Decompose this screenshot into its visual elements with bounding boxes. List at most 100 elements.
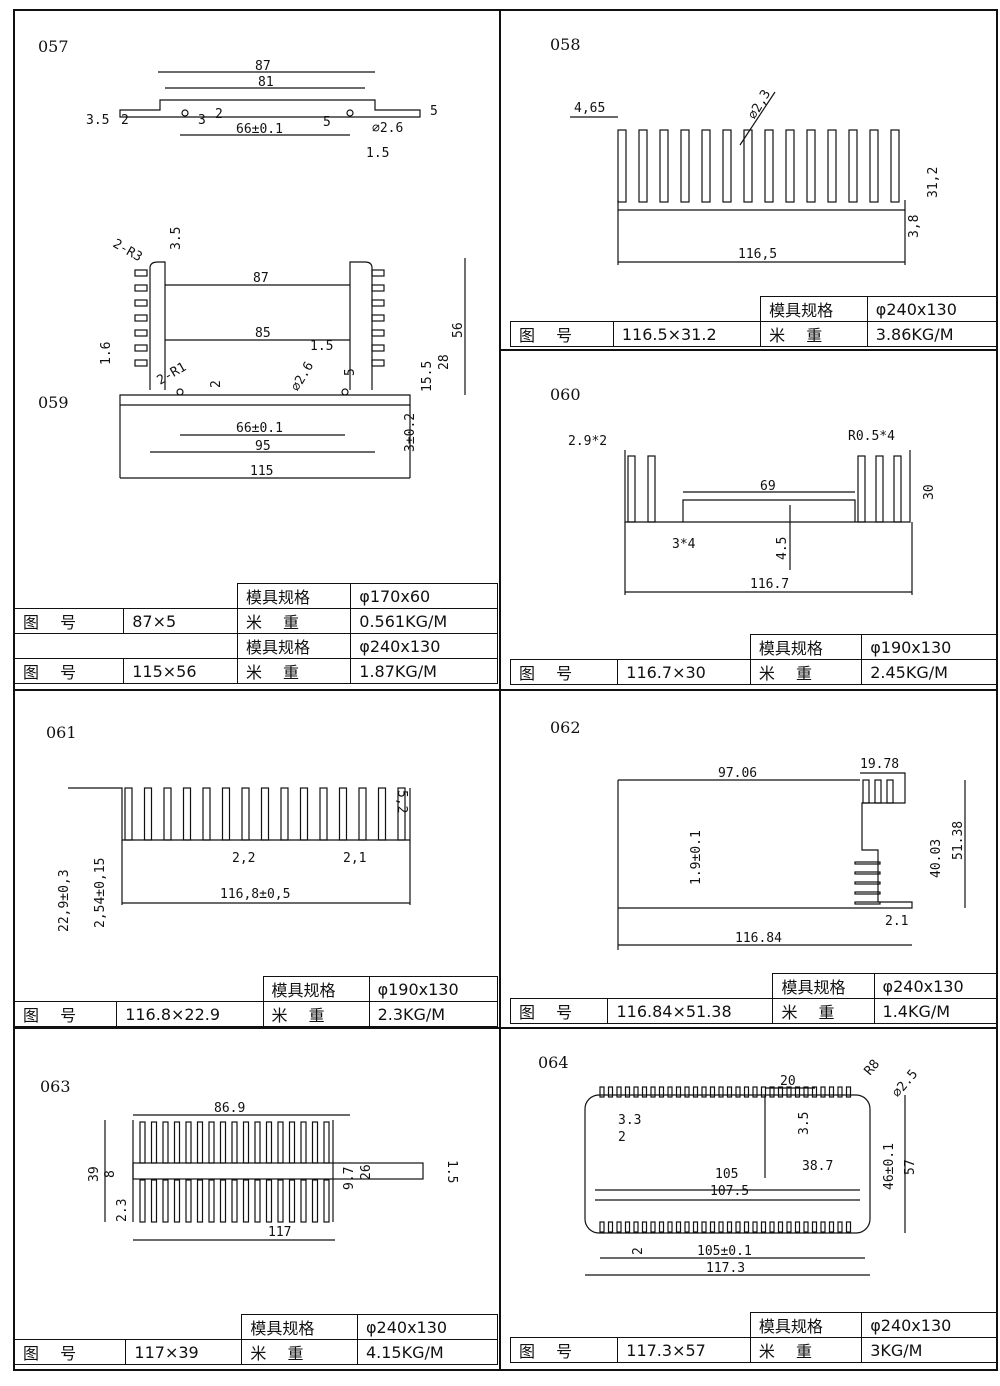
fin [254, 1179, 261, 1223]
dim-label: 38.7 [802, 1159, 833, 1174]
fin [701, 1086, 707, 1098]
dim-label: ⌀2,3 [745, 87, 774, 122]
fin [202, 787, 211, 841]
fin [675, 1221, 682, 1233]
fin [854, 881, 881, 885]
fin [124, 787, 133, 841]
mold-spec-label: 模具规格 [262, 976, 370, 1002]
weight-label: 米 重 [772, 998, 875, 1024]
fin [854, 861, 881, 865]
fin [134, 269, 148, 277]
dim-label: 3±0.2 [403, 413, 418, 452]
fin [196, 1121, 204, 1164]
dim-label: 66±0.1 [236, 421, 283, 436]
profile-code: 062 [550, 718, 581, 737]
fin [726, 1086, 733, 1098]
fin [886, 779, 894, 804]
fin [288, 1179, 296, 1223]
weight-value: 1.87KG/M [350, 658, 498, 684]
dim-label: 2-R3 [110, 236, 145, 265]
fin [173, 1121, 181, 1164]
dim-label: 116,5 [738, 247, 777, 262]
fin [150, 1121, 158, 1164]
fin [139, 1121, 146, 1164]
fin [265, 1179, 273, 1223]
fin [641, 1221, 648, 1233]
mold-spec-value: φ240x130 [356, 1314, 499, 1340]
fin [893, 455, 902, 523]
fin [633, 1086, 639, 1098]
fin [760, 1221, 767, 1233]
fin [599, 1086, 605, 1098]
fin [722, 129, 732, 203]
fin [692, 1221, 699, 1233]
fin [726, 1221, 733, 1233]
fin [786, 1086, 792, 1098]
fin [241, 787, 250, 841]
fin [752, 1086, 758, 1098]
drawing-no-label: 图 号 [13, 1339, 127, 1365]
fin [624, 1221, 631, 1233]
fin [300, 1179, 307, 1223]
mold-spec-label: 模具规格 [236, 633, 352, 659]
dim-label: ⌀2.6 [372, 121, 403, 136]
fin [371, 314, 385, 322]
dim-label: 4,65 [574, 101, 605, 116]
fin [185, 1179, 192, 1223]
dim-label: 9.7 [342, 1167, 357, 1190]
dim-label: 1.5 [366, 146, 389, 161]
dim-label: 3.5 [169, 227, 184, 250]
fin [658, 1221, 665, 1233]
fin [684, 1086, 690, 1098]
mold-spec-value: φ190x130 [368, 976, 499, 1002]
fin [299, 787, 309, 841]
fin [854, 871, 881, 875]
weight-value: 2.3KG/M [368, 1001, 499, 1027]
fin [650, 1086, 656, 1098]
dim-label: 28 [437, 354, 452, 370]
dim-label: 1.5 [444, 1160, 459, 1183]
fin [323, 1121, 330, 1164]
weight-value: 3KG/M [861, 1337, 997, 1363]
dim-label: 117 [268, 1225, 291, 1240]
drawing-no-value: 117.3×57 [617, 1337, 751, 1363]
fin [139, 1179, 146, 1223]
fin [874, 779, 882, 804]
mold-spec-label: 模具规格 [749, 1312, 863, 1338]
weight-label: 米 重 [262, 1001, 370, 1027]
fin [231, 1121, 238, 1164]
drawing-no-value: 116.84×51.38 [607, 998, 774, 1024]
dim-label: 2 [209, 380, 224, 388]
dim-label: 105±0.1 [697, 1244, 752, 1259]
drawing-no-value: 116.7×30 [617, 659, 751, 685]
dim-label: 69 [760, 479, 776, 494]
fin [633, 1221, 639, 1233]
fin [358, 787, 367, 841]
drawing-no-value: 115×56 [123, 658, 238, 684]
dim-label: 117.3 [706, 1261, 745, 1276]
fin [208, 1121, 215, 1164]
fin [607, 1221, 614, 1233]
profile-058-drawing: 058 4,65 ⌀2,3 31,2 3,8 116,5 [550, 35, 941, 265]
fin [647, 455, 656, 523]
mold-spec-value: φ190x130 [861, 634, 997, 660]
weight-value: 4.15KG/M [356, 1339, 499, 1365]
dim-label: 2,54±0,15 [93, 858, 108, 928]
dim-label: 2-R1 [155, 360, 190, 389]
fin [627, 455, 636, 523]
weight-label: 米 重 [760, 321, 868, 347]
profile-code: 060 [550, 385, 581, 404]
dim-label: 115 [250, 464, 273, 479]
fin [323, 1179, 330, 1223]
dim-label: 3 [198, 113, 206, 128]
fin [134, 329, 148, 337]
dim-label: 5 [343, 368, 358, 376]
fin [371, 344, 385, 352]
dim-label: 86.9 [214, 1101, 245, 1116]
fin [638, 129, 648, 203]
fin [371, 269, 385, 277]
drawing-no-label: 图 号 [509, 659, 619, 685]
drawing-no-value: 87×5 [123, 608, 238, 634]
profile-code: 064 [538, 1053, 569, 1072]
